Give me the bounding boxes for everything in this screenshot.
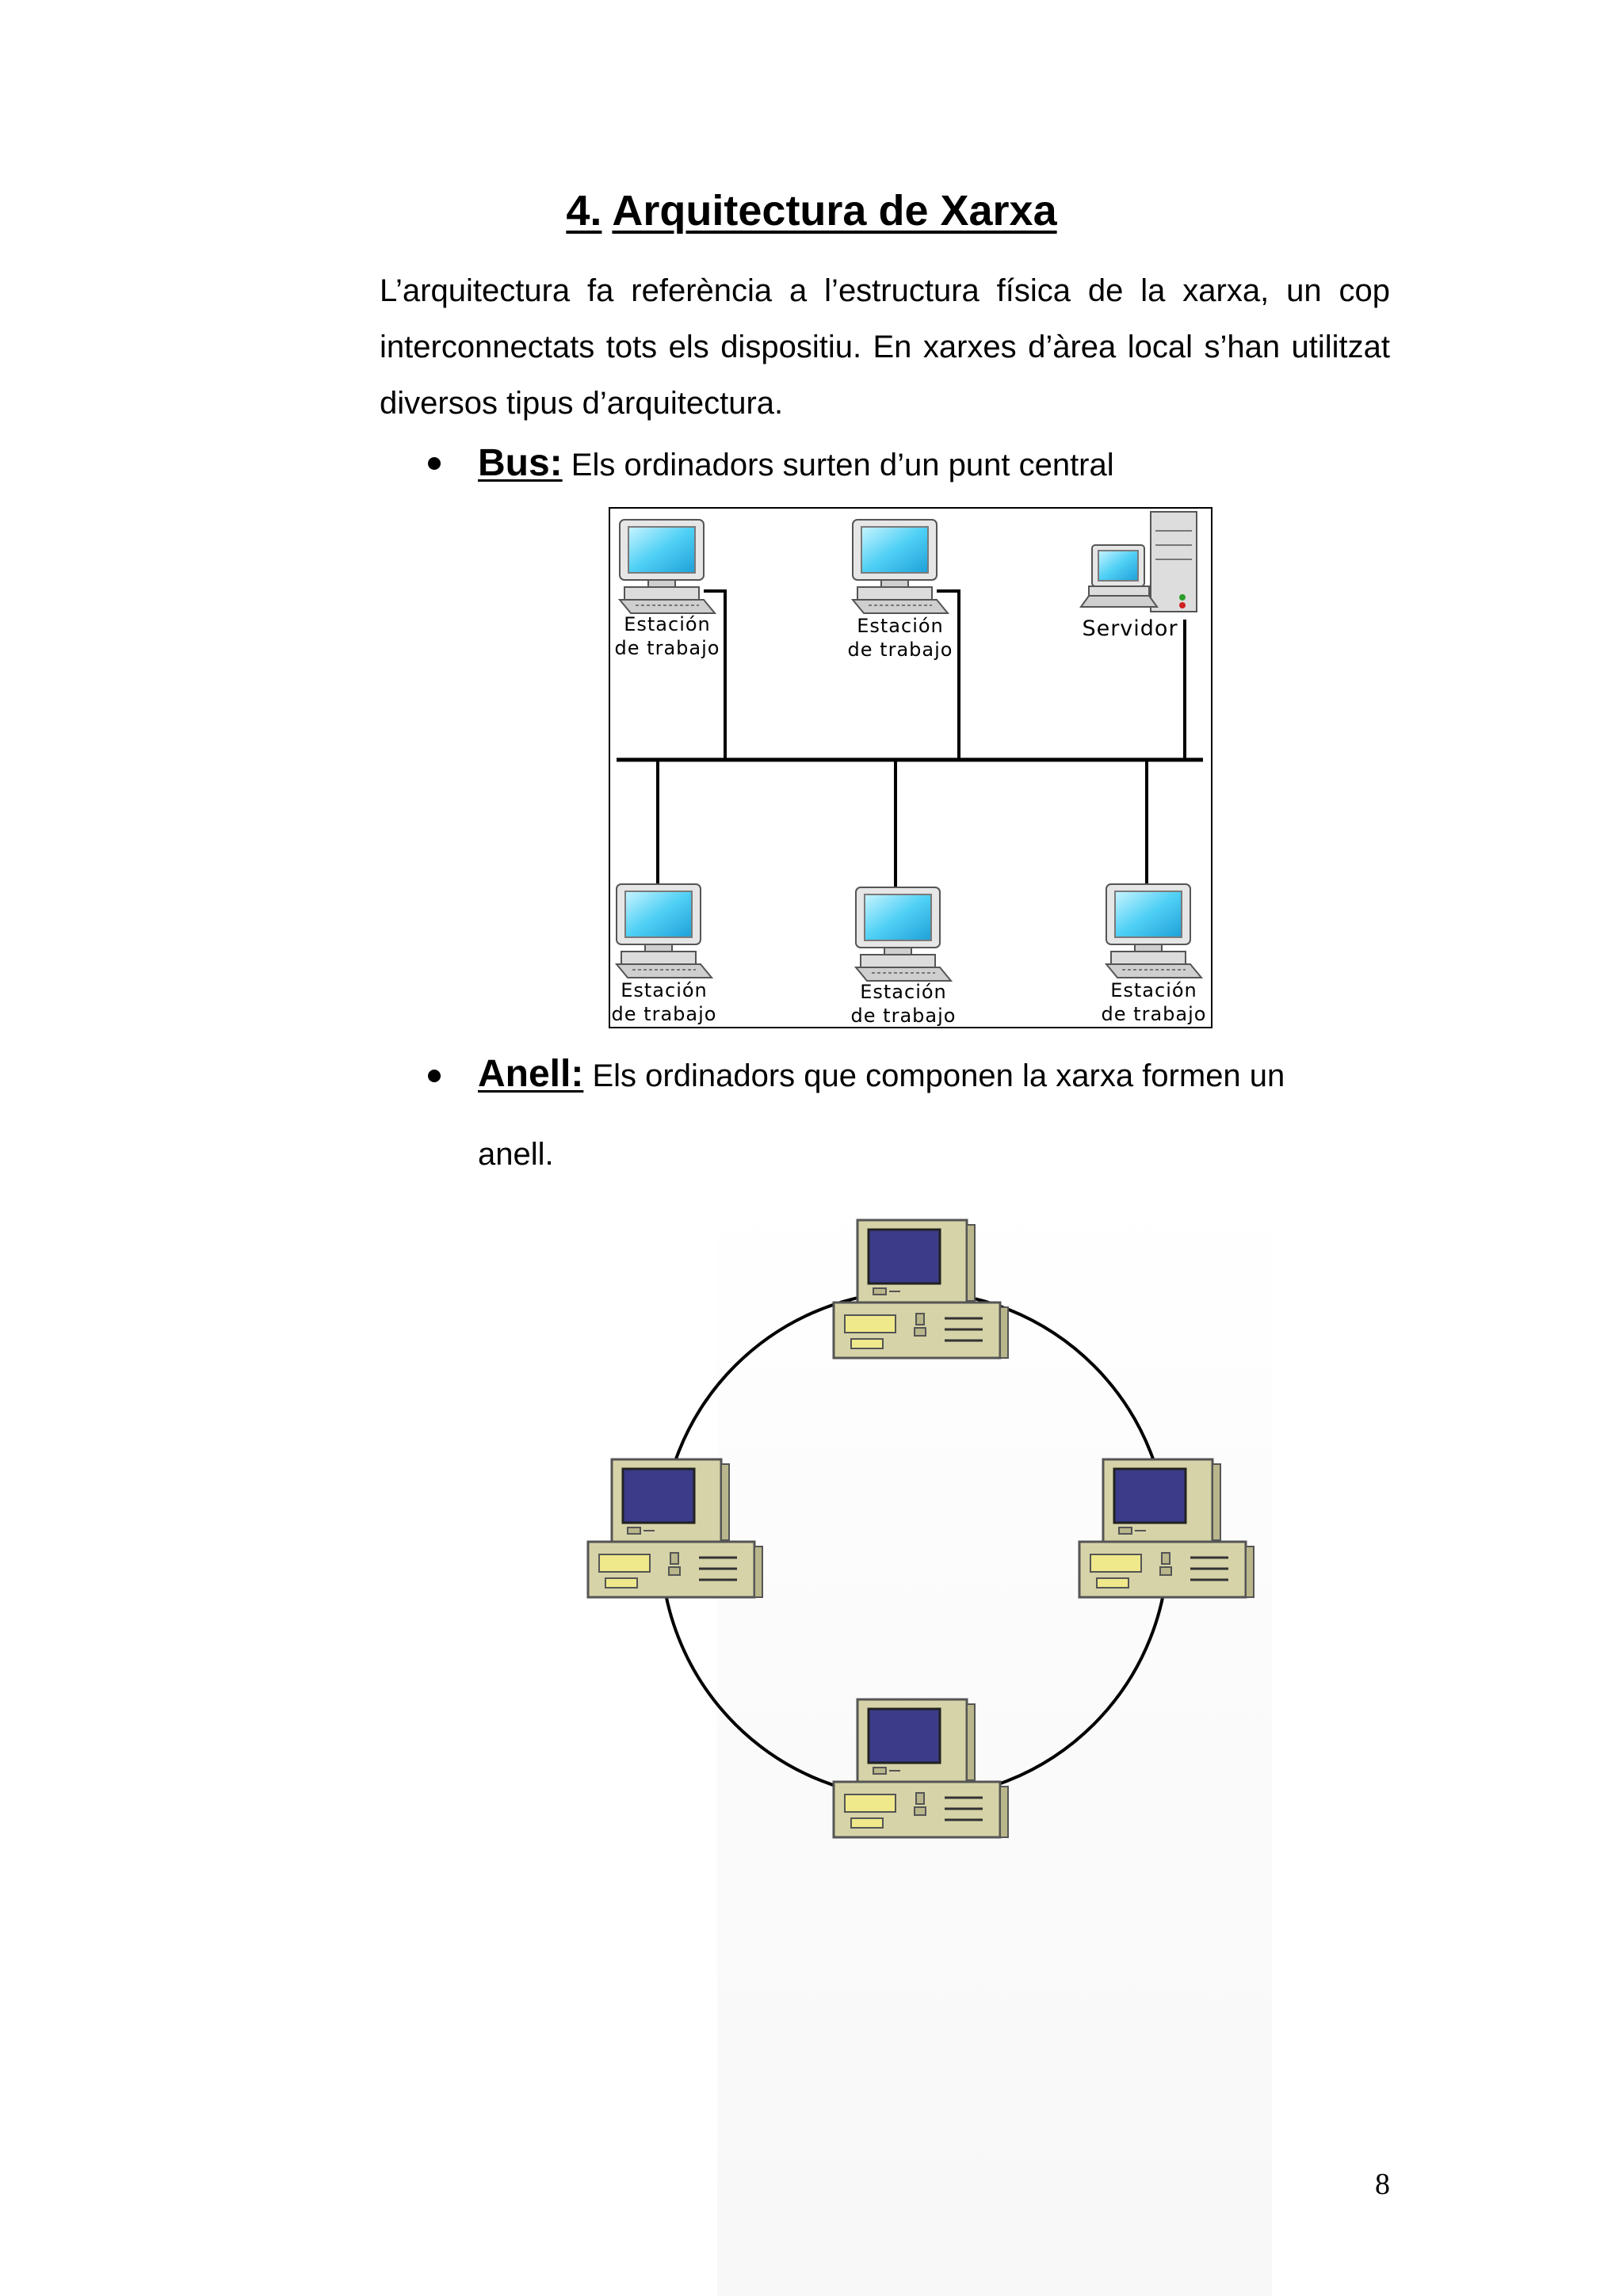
workstation-label-line2: de trabajo [1102,1003,1207,1025]
workstation-label-line2: de trabajo [851,1005,957,1027]
workstation-icon [1106,883,1202,978]
computer-icon [586,1458,764,1599]
workstation-label-line1: Estación [1110,979,1197,1001]
workstation-icon [855,887,952,982]
bullet-body: Anell: Els ordinadors que componen la xa… [478,1035,1350,1194]
bullet-term-anell: Anell: [478,1053,584,1095]
workstation-label-line1: Estación [860,981,947,1003]
workstation-icon [852,519,949,614]
bullet-dot [428,457,441,470]
computer-icon [832,1219,1010,1360]
bullet-text-bus: Els ordinadors surten d’un punt central [562,448,1114,482]
ring-topology-diagram [586,1219,1255,1839]
workstation-icon [616,883,712,978]
workstation-label-line2: de trabajo [615,637,720,659]
server-icon [1079,511,1197,612]
bus-topology-svg: Estación de trabajo Estación de trabajo … [612,511,1207,1027]
workstation-label-line2: de trabajo [848,639,953,661]
computer-icon [1078,1458,1255,1599]
bullet-dot [428,1070,441,1082]
section-heading: 4. Arquitectura de Xarxa [0,186,1623,235]
workstation-label-line1: Estación [857,615,944,637]
bullet-text-anell: Els ordinadors que componen la xarxa for… [478,1058,1285,1172]
section-title: Arquitectura de Xarxa [612,187,1057,235]
bullet-term-bus: Bus: [478,442,563,484]
section-number: 4. [566,187,602,235]
workstation-label-line1: Estación [621,979,708,1001]
server-label: Servidor [1082,616,1178,641]
page-number: 8 [1375,2168,1390,2201]
workstation-label-line2: de trabajo [612,1003,717,1025]
ring-image-background [717,1188,1272,2296]
workstation-icon [619,519,716,614]
bus-topology-diagram: Estación de trabajo Estación de trabajo … [609,507,1212,1028]
computer-icon [832,1698,1010,1839]
intro-paragraph: L’arquitectura fa referència a l’estruct… [380,273,1390,421]
bullet-body: Bus: Els ordinadors surten d’un punt cen… [478,424,1389,505]
workstation-label-line1: Estación [624,613,711,635]
